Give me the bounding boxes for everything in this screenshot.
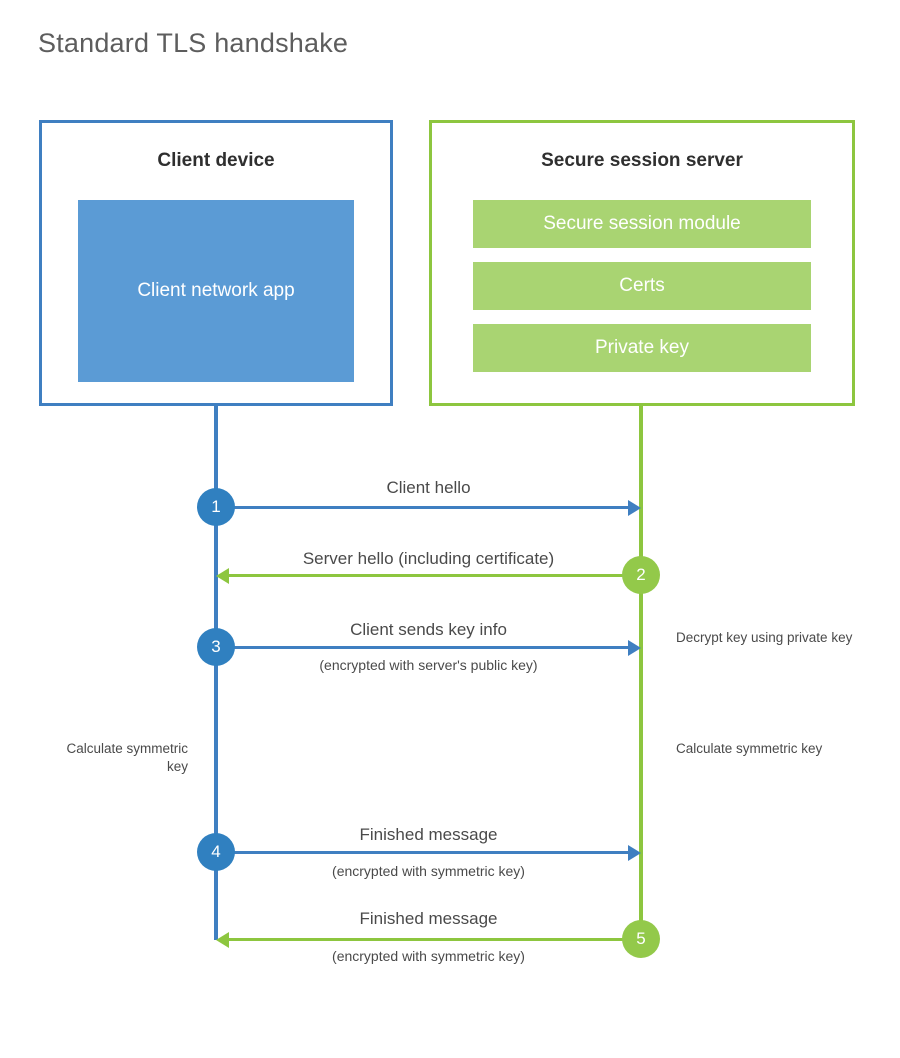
step-4-marker: 4 <box>197 833 235 871</box>
step-5-arrow-line <box>229 938 641 941</box>
client-lifeline <box>214 406 218 940</box>
server-lifeline <box>639 406 643 939</box>
client-calculate-symmetric-key-note: Calculate symmetric key <box>66 741 188 775</box>
step-4-arrow-line <box>216 851 628 854</box>
step-4-arrowhead-icon <box>628 845 641 861</box>
step-2-arrowhead-icon <box>216 568 229 584</box>
step-1-label: Client hello <box>386 478 471 497</box>
server-component-private-key: Private key <box>473 324 811 372</box>
server-component-secure-session-module: Secure session module <box>473 200 811 248</box>
client-network-app-block: Client network app <box>78 200 354 382</box>
step-5-label: Finished message <box>359 909 498 928</box>
client-device-box: Client device Client network app <box>39 120 393 406</box>
secure-session-server-title: Secure session server <box>541 150 743 171</box>
server-component-certs: Certs <box>473 262 811 310</box>
step-3-label: Client sends key info <box>350 620 507 639</box>
step-3-arrow-line <box>216 646 628 649</box>
server-calculate-symmetric-key-note: Calculate symmetric key <box>676 741 823 756</box>
step-4-sublabel: (encrypted with symmetric key) <box>332 863 525 879</box>
step-2-label: Server hello (including certificate) <box>302 549 555 568</box>
server-decrypt-note: Decrypt key using private key <box>676 630 853 645</box>
page-title: Standard TLS handshake <box>38 28 349 58</box>
step-1-arrow-line <box>216 506 628 509</box>
step-3-sublabel: (encrypted with server's public key) <box>319 657 538 673</box>
step-1-marker: 1 <box>197 488 235 526</box>
step-5-sublabel: (encrypted with symmetric key) <box>332 948 525 964</box>
step-3-arrowhead-icon <box>628 640 641 656</box>
step-3-marker: 3 <box>197 628 235 666</box>
step-4-label: Finished message <box>359 825 498 844</box>
step-5-marker: 5 <box>622 920 660 958</box>
step-5-arrowhead-icon <box>216 932 229 948</box>
step-2-arrow-line <box>229 574 641 577</box>
server-component-stack: Secure session module Certs Private key <box>473 200 811 372</box>
step-1-arrowhead-icon <box>628 500 641 516</box>
secure-session-server-box: Secure session server Secure session mod… <box>429 120 855 406</box>
client-device-title: Client device <box>157 150 275 171</box>
step-2-marker: 2 <box>622 556 660 594</box>
